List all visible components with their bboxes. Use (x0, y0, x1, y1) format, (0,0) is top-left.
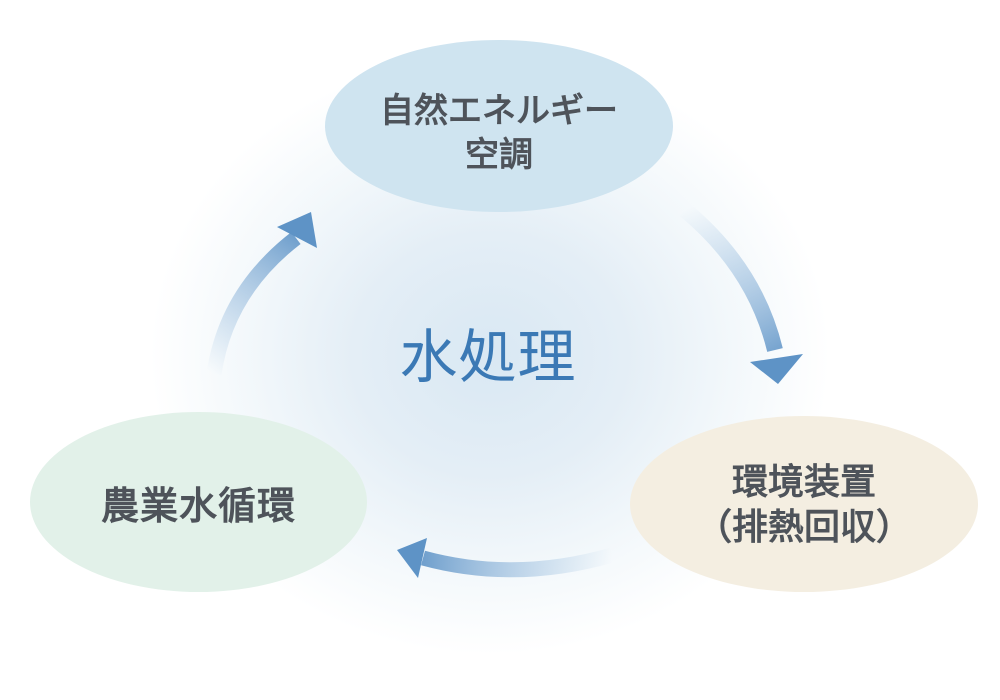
arrow-bottom-right-to-bottom-left-icon (397, 538, 615, 578)
node-label-line: （排熱回収） (695, 506, 912, 547)
center-title: 水処理 (399, 323, 577, 391)
node-agricultural-water-cycle: 農業水循環 (30, 412, 367, 592)
node-label-line: 環境装置 (731, 460, 876, 502)
arrow-top-to-bottom-right-icon (679, 203, 803, 384)
arrow-bottom-left-to-top-icon (206, 212, 317, 376)
node-natural-energy-hvac: 自然エネルギー 空調 (325, 40, 673, 212)
node-environmental-equipment-heat-recovery: 環境装置 （排熱回収） (630, 416, 978, 592)
node-label-line: 農業水循環 (100, 485, 296, 528)
node-label-line: 自然エネルギー (380, 92, 618, 131)
node-label-line: 空調 (465, 136, 533, 174)
